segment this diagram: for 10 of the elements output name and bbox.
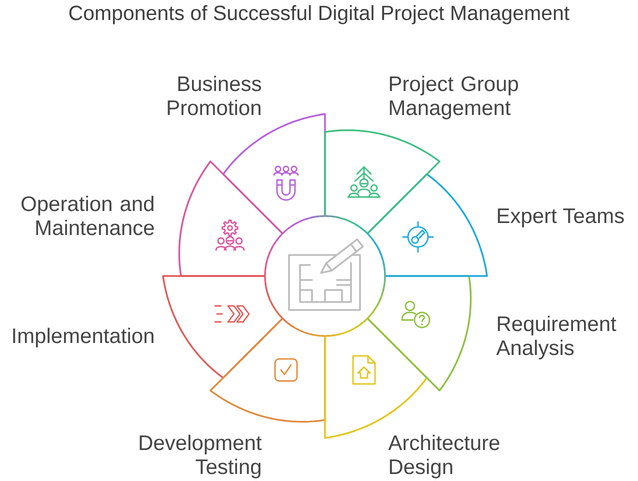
segment-label: Operation and Maintenance	[22, 196, 154, 236]
segment-label: Architecture Design	[388, 434, 500, 478]
segment-label: Development Testing	[140, 434, 262, 478]
title: Components of Successful Digital Project Management	[69, 5, 570, 24]
segment-label: Expert Teams	[498, 208, 624, 228]
segment-label: Project Group Management	[390, 76, 518, 120]
center-circle	[264, 215, 386, 337]
segment-label: Business Promotion	[168, 76, 262, 116]
segment-label: Requirement Analysis	[496, 316, 616, 360]
segment-label: Implementation	[13, 328, 154, 348]
